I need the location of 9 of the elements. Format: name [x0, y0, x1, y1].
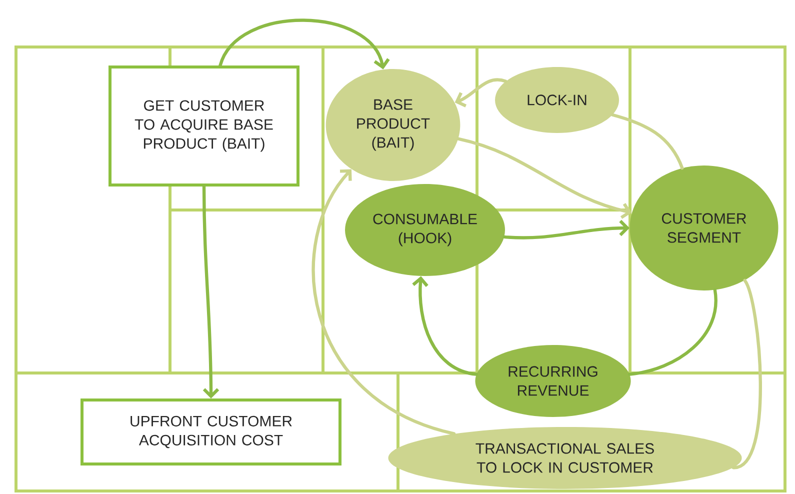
- arrow: [456, 137, 632, 219]
- arrow: [502, 220, 630, 240]
- arrow: [454, 78, 508, 108]
- process-box: GET CUSTOMER TO ACQUIRE BASE PRODUCT (BAIT): [108, 65, 300, 186]
- arrow: [218, 18, 390, 70]
- arrow: [202, 184, 220, 398]
- arrow: [412, 276, 478, 376]
- arrow: [312, 169, 456, 436]
- process-box: UPFRONT CUSTOMER ACQUISITION COST: [80, 398, 342, 466]
